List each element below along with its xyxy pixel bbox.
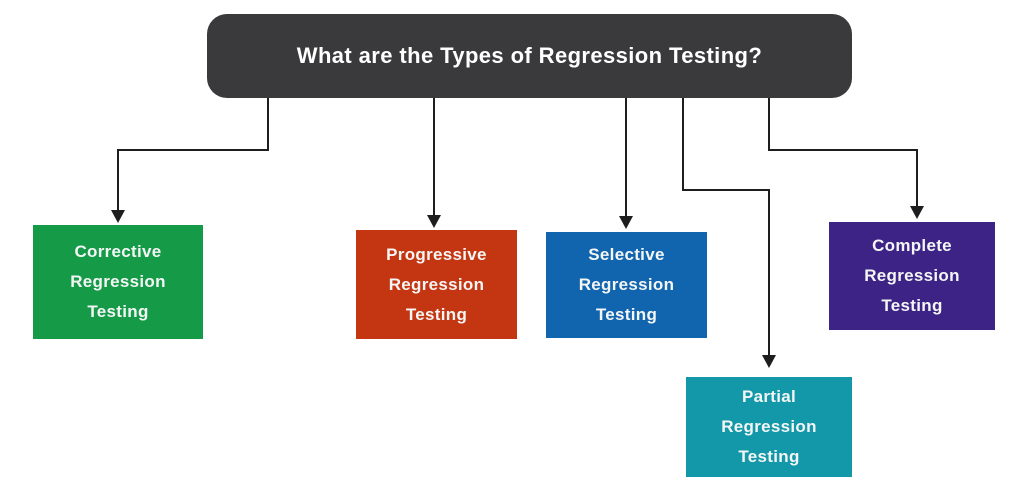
node-label: Partial Regression Testing bbox=[721, 387, 817, 466]
node-selective-regression-testing: Selective Regression Testing bbox=[546, 232, 707, 338]
arrowhead-partial bbox=[762, 355, 776, 368]
arrowhead-complete bbox=[910, 206, 924, 219]
connector-line-corrective bbox=[117, 98, 269, 210]
node-label: Progressive Regression Testing bbox=[386, 244, 487, 324]
node-corrective-regression-testing: Corrective Regression Testing bbox=[33, 225, 203, 339]
node-label: Complete Regression Testing bbox=[864, 236, 960, 315]
node-partial-regression-testing: Partial Regression Testing bbox=[686, 377, 852, 477]
arrowhead-corrective bbox=[111, 210, 125, 223]
page-title: What are the Types of Regression Testing… bbox=[296, 43, 763, 68]
arrowhead-progressive bbox=[427, 215, 441, 228]
node-label: Corrective Regression Testing bbox=[70, 242, 166, 321]
connector-line-complete bbox=[768, 98, 918, 206]
node-complete-regression-testing: Complete Regression Testing bbox=[829, 222, 995, 330]
arrowhead-selective bbox=[619, 216, 633, 229]
title-box: What are the Types of Regression Testing… bbox=[207, 14, 852, 98]
node-label: Selective Regression Testing bbox=[578, 245, 675, 324]
node-progressive-regression-testing: Progressive Regression Testing bbox=[356, 230, 517, 339]
